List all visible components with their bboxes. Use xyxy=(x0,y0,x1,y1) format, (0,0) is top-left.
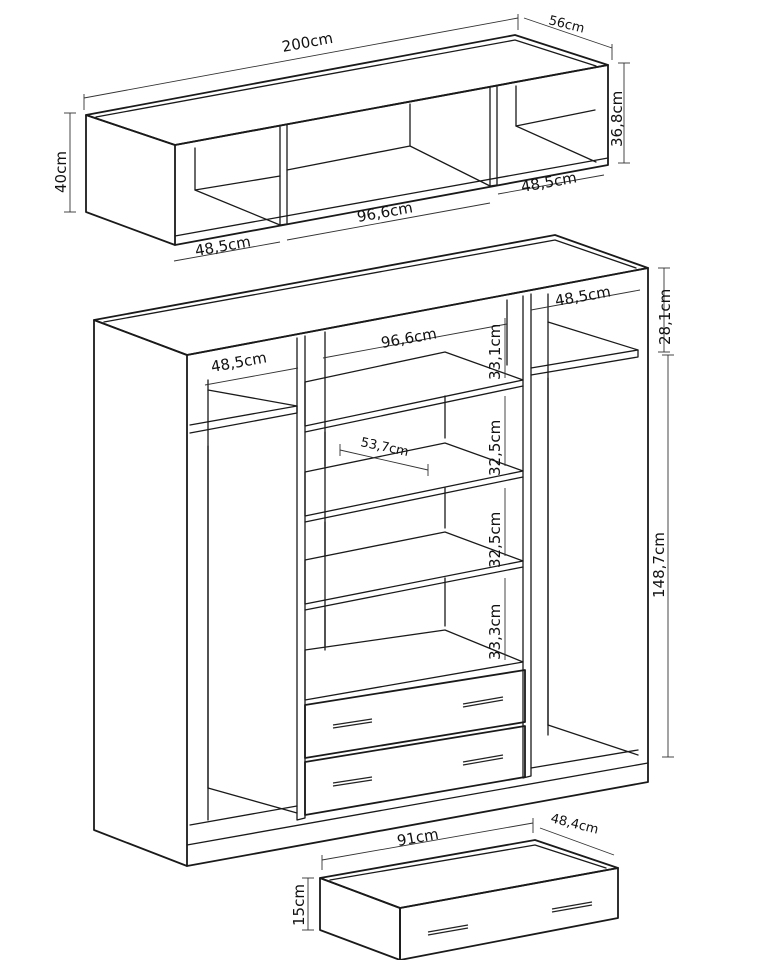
top-unit-left-side xyxy=(85,114,176,246)
main-front-frame xyxy=(186,267,649,867)
label-shelf-2-height: 32,5cm xyxy=(486,420,504,476)
top-unit-right-back xyxy=(515,85,596,127)
label-drawer-width: 91cm xyxy=(396,825,440,850)
label-top-height: 40cm xyxy=(52,151,70,193)
dim-line-top-depth xyxy=(523,17,613,49)
shelf-3-front xyxy=(304,566,524,611)
top-unit-bottom-inner xyxy=(174,157,609,237)
label-shelf-1-height: 33,1cm xyxy=(486,324,504,380)
drawer-detail-side xyxy=(319,877,401,960)
drawer-lower-front xyxy=(304,725,526,816)
drawer-upper-front xyxy=(304,669,526,759)
drawer-lower-handles xyxy=(332,754,504,787)
top-unit-center-floor xyxy=(409,145,491,187)
dim-line-main-center xyxy=(322,323,508,359)
dim-line-drawer-depth xyxy=(539,827,615,856)
drawer-detail-handle xyxy=(551,901,593,910)
main-divider-right xyxy=(522,293,532,779)
label-top-depth: 56cm xyxy=(547,13,586,36)
main-right-shelf-top xyxy=(547,321,639,351)
top-unit-divider-right xyxy=(489,86,498,187)
drawer-dimensions xyxy=(302,818,615,931)
label-main-right-compartment: 48,5cm xyxy=(554,282,613,309)
top-unit-front xyxy=(174,64,609,246)
top-unit-top-inner-edge xyxy=(95,39,597,118)
drawer-detail-handle xyxy=(427,924,469,933)
main-left-shelf-top xyxy=(207,389,298,407)
shelf-2-front xyxy=(304,476,524,523)
dim-line-main-right xyxy=(530,289,641,311)
main-left-bottom xyxy=(189,805,298,826)
drawer-detail-handle xyxy=(551,904,593,913)
label-top-inner-height: 36,8cm xyxy=(608,91,626,147)
dim-line-main-left xyxy=(204,367,299,386)
drawer-detail-front xyxy=(399,867,619,960)
main-wardrobe xyxy=(93,234,649,867)
top-unit-divider-left xyxy=(279,124,288,226)
label-main-lower-height: 148,7cm xyxy=(650,532,668,598)
main-top-inner-edge xyxy=(103,239,637,323)
drawer-detail-inner-edge xyxy=(329,844,607,881)
shelf-3 xyxy=(304,531,524,605)
label-main-top-section-height: 28,1cm xyxy=(656,289,674,345)
drawer-upper-handles xyxy=(332,696,504,729)
dim-line-top-left xyxy=(173,241,281,262)
top-unit-dimensions xyxy=(64,14,630,262)
main-right-floor xyxy=(547,724,639,756)
top-unit-right-floor xyxy=(515,125,597,163)
drawer-detail-handle xyxy=(427,927,469,936)
dim-line-shelf-depth xyxy=(339,449,429,471)
label-shelf-4-height: 33,3cm xyxy=(486,604,504,660)
main-divider-left xyxy=(296,335,306,821)
main-left-shelf xyxy=(189,405,298,434)
dim-line-drawer-width xyxy=(321,822,534,861)
dim-line-top-right xyxy=(497,174,605,195)
dim-line-top-center xyxy=(286,202,491,241)
label-main-left-compartment: 48,5cm xyxy=(210,348,269,375)
main-left-side xyxy=(93,319,188,867)
top-unit-left-back xyxy=(194,147,281,191)
label-drawer-height: 15cm xyxy=(290,884,308,926)
main-left-floor xyxy=(207,787,298,814)
main-right-shelf xyxy=(530,349,639,376)
shelf-1 xyxy=(304,351,524,427)
main-plinth-line xyxy=(186,762,649,846)
label-top-left-compartment: 48,5cm xyxy=(194,232,253,259)
drawer-detail xyxy=(319,839,619,960)
label-shelf-3-height: 32,5cm xyxy=(486,512,504,568)
top-unit xyxy=(85,34,609,246)
label-top-width: 200cm xyxy=(280,29,334,56)
dim-line-top-width xyxy=(83,17,519,99)
drawer-top-shelf xyxy=(304,629,524,701)
shelf-2 xyxy=(304,442,524,517)
main-right-bottom xyxy=(530,749,639,769)
top-unit-center-back xyxy=(286,103,411,171)
main-dimensions xyxy=(204,267,674,758)
shelf-1-front xyxy=(304,385,524,433)
top-unit-top-face xyxy=(85,34,609,146)
label-main-center-width: 96,6cm xyxy=(380,324,439,351)
